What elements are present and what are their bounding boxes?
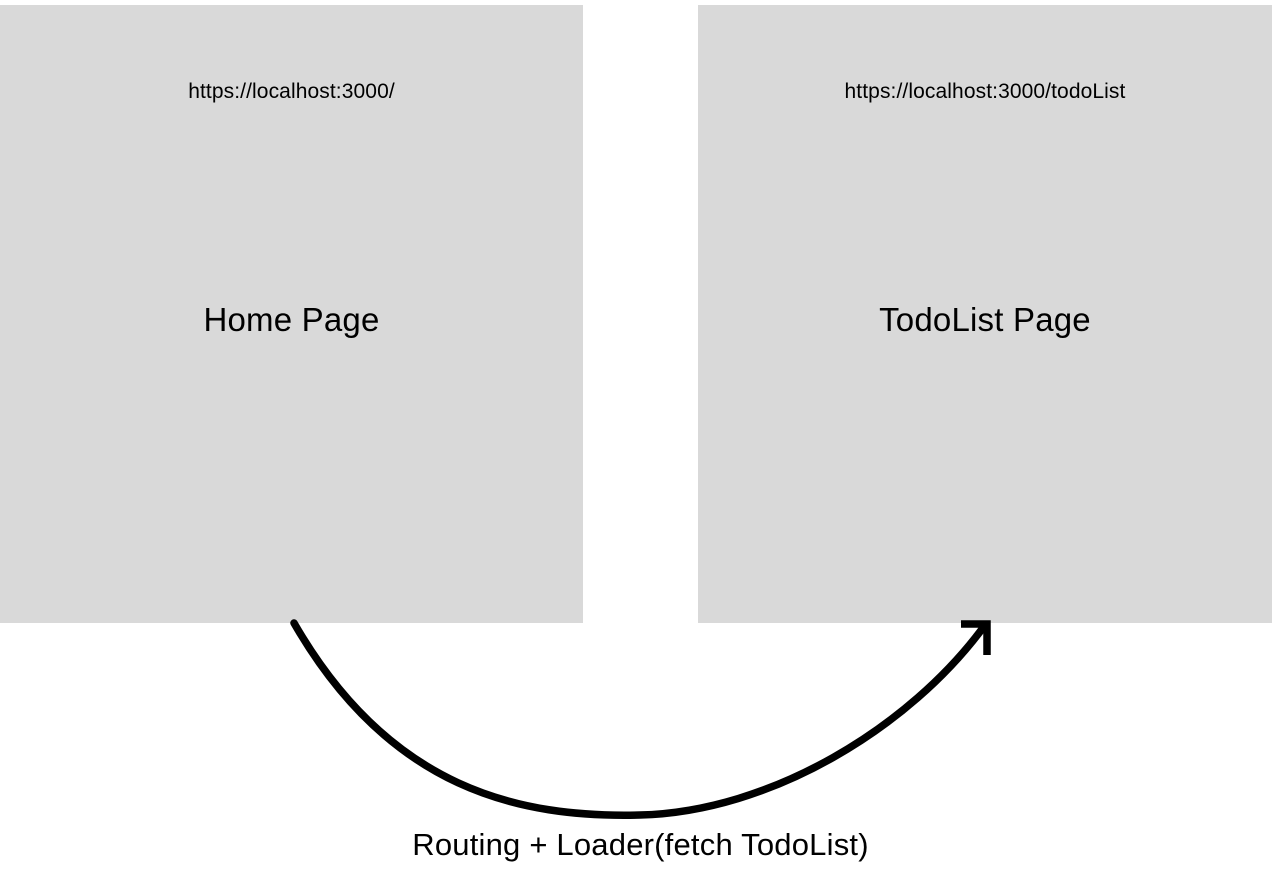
todolist-page-box[interactable]: https://localhost:3000/todoList TodoList… <box>698 5 1272 623</box>
home-page-box[interactable]: https://localhost:3000/ Home Page <box>0 5 583 623</box>
home-page-url: https://localhost:3000/ <box>188 80 395 103</box>
transition-arrow-curve <box>290 619 989 819</box>
home-page-title: Home Page <box>203 301 380 338</box>
transition-caption: Routing + Loader(fetch TodoList) <box>412 827 869 862</box>
todolist-page-title: TodoList Page <box>879 301 1091 338</box>
todolist-page-url: https://localhost:3000/todoList <box>844 80 1126 103</box>
arrow-up-right-icon <box>961 620 991 655</box>
